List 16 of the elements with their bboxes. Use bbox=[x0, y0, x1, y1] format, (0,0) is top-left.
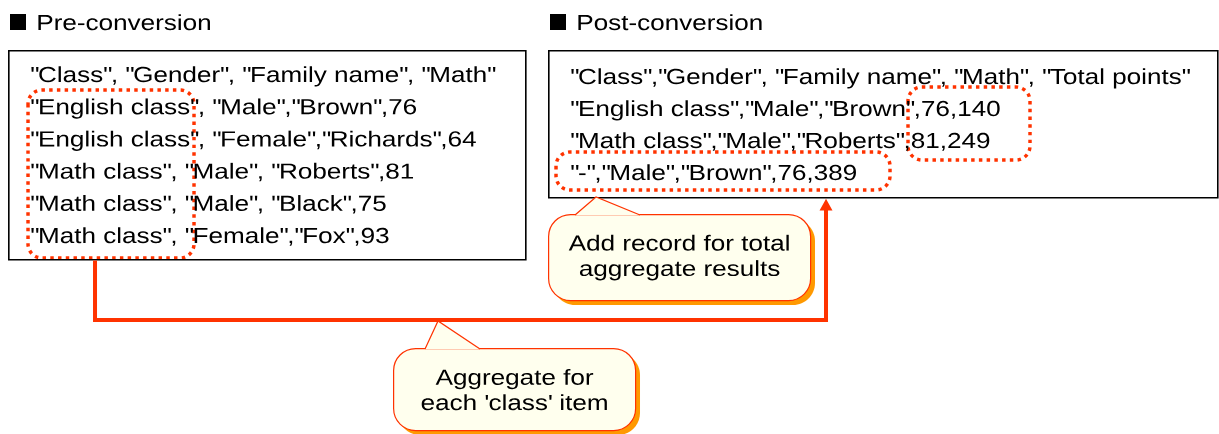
data-row: "English class","Male","Brown",76,140 bbox=[571, 100, 1000, 121]
data-row: "Class","Gender", "Family name", "Math", "Total points" bbox=[571, 68, 1190, 89]
data-row: "Math class","Male","Roberts",81,249 bbox=[571, 132, 990, 151]
data-row: "English class", "Female","Richards",64 bbox=[31, 130, 476, 151]
data-box bbox=[8, 50, 527, 261]
data-row: "Math class", "Male", "Black",75 bbox=[31, 195, 386, 214]
callout: Aggregate for each 'class' item bbox=[393, 320, 640, 434]
data-box bbox=[548, 50, 1219, 199]
section-heading: Post-conversion bbox=[578, 14, 762, 31]
section-heading: Pre-conversion bbox=[38, 14, 210, 31]
data-row: "Math class", "Male", "Roberts",81 bbox=[31, 162, 413, 182]
data-row: "-","Male","Brown",76,389 bbox=[571, 164, 856, 183]
callout: Add record for total aggregate results bbox=[548, 196, 815, 305]
data-row: "Math class", "Female","Fox",93 bbox=[31, 227, 389, 246]
data-row: "English class", "Male","Brown",76 bbox=[31, 98, 417, 119]
data-row: "Class", "Gender", "Family name", "Math" bbox=[31, 66, 496, 87]
